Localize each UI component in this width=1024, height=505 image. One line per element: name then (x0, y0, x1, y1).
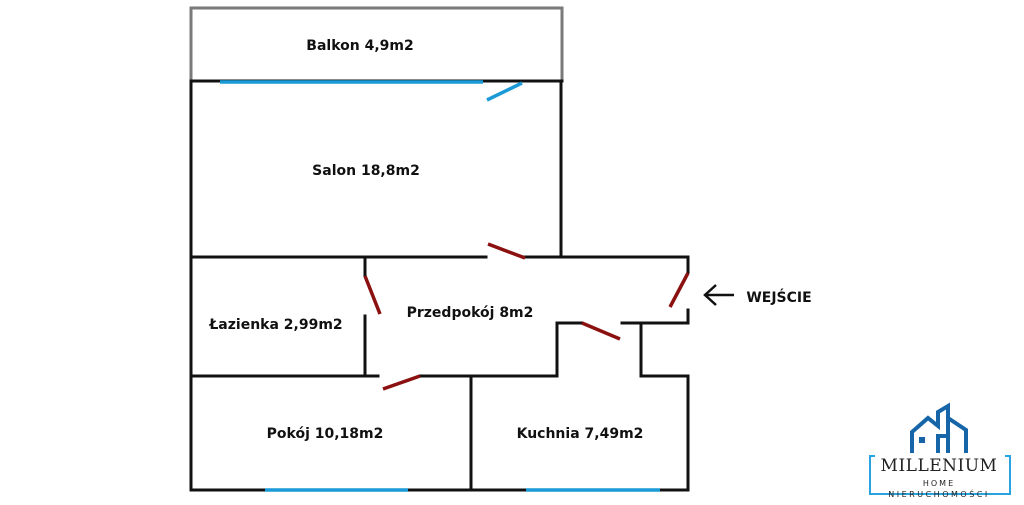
balcony-door (486, 81, 523, 102)
logo-tagline: NIERUCHOMOŚCI (888, 490, 990, 499)
windows (220, 80, 660, 492)
logo: MILLENIUM HOME NIERUCHOMOŚCI (866, 404, 1016, 502)
entrance-label: WEJŚCIE (746, 290, 812, 306)
logo-name: MILLENIUM (880, 456, 998, 476)
logo-sub: HOME (922, 479, 956, 488)
doors (363, 242, 690, 391)
room-label-salon: Salon 18,8m2 (312, 163, 420, 179)
room-label-lazienka: Łazienka 2,99m2 (209, 317, 343, 333)
room-label-balkon: Balkon 4,9m2 (306, 38, 414, 54)
room-label-pokoj: Pokój 10,18m2 (266, 426, 384, 442)
arrow-left-icon (703, 284, 734, 306)
room-label-przedpokoj: Przedpokój 8m2 (406, 305, 534, 321)
room-label-kuchnia: Kuchnia 7,49m2 (516, 426, 644, 442)
logo-house-icon (869, 402, 1011, 495)
